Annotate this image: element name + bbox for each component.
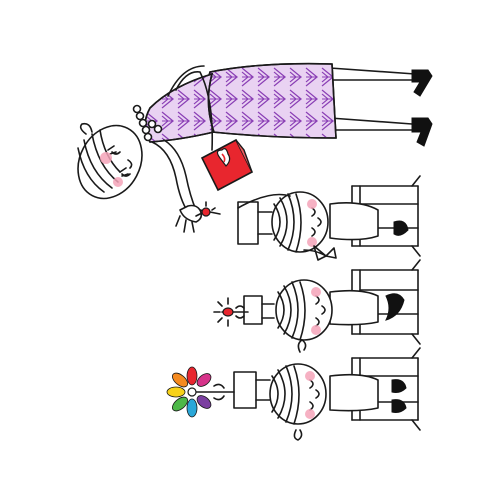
teacher-cheek — [100, 152, 112, 164]
teacher-dress — [144, 62, 337, 143]
teacher-legs — [329, 67, 433, 147]
red-flower-icon — [213, 297, 249, 327]
student-1-head — [271, 191, 329, 253]
desk-2 — [243, 295, 275, 325]
student-3-shoes — [391, 379, 407, 393]
teacher-head — [77, 122, 143, 200]
student-1-shoes — [393, 220, 409, 236]
teacher-nose — [127, 159, 133, 169]
rainbow-flower-icon — [166, 366, 235, 418]
red-flower-icon — [195, 201, 221, 217]
student-2-shoes — [385, 293, 405, 321]
teacher-figure — [77, 62, 433, 233]
teacher-eye-right — [121, 173, 131, 177]
student-figure-3 — [166, 339, 421, 441]
student-3-head — [269, 339, 327, 441]
right-shoe-icon — [411, 117, 433, 147]
student-figure-2 — [213, 259, 421, 345]
hair-bun — [79, 122, 93, 135]
left-shoe-icon — [411, 69, 433, 97]
student-2-head — [275, 279, 333, 341]
teacher-arm-back — [175, 71, 214, 151]
gift-box-icon — [200, 138, 254, 192]
bow-icon — [303, 245, 337, 261]
pearl-necklace — [132, 104, 163, 142]
teacher-arm-front — [151, 141, 189, 213]
teacher-hand — [179, 204, 203, 223]
desk-1 — [237, 201, 273, 245]
student-figure-1 — [237, 175, 421, 261]
desk-3 — [233, 371, 271, 409]
